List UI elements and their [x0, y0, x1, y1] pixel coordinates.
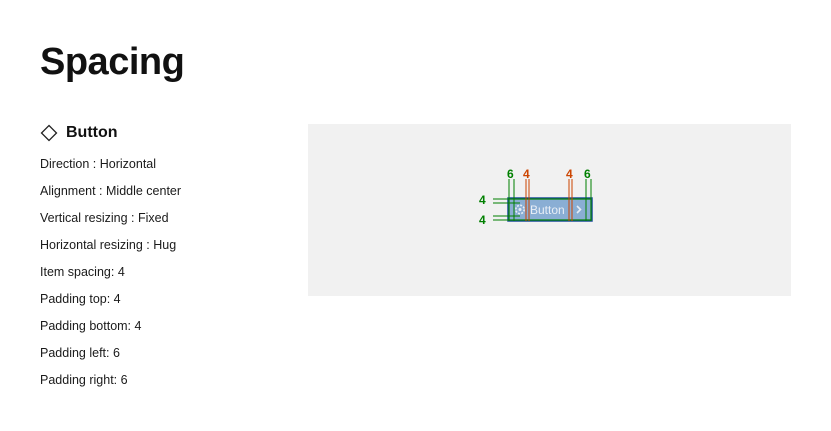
property-item-spacing: Item spacing: 4: [40, 265, 125, 279]
spacing-diagram: Button 6 4 4 6 4 4: [479, 167, 593, 227]
property-direction: Direction : Horizontal: [40, 157, 157, 171]
page-title: Spacing: [40, 41, 185, 83]
gear-icon: [515, 204, 526, 215]
component-name: Button: [66, 124, 118, 141]
diamond-outline-icon: [40, 124, 58, 142]
chevron-right-icon: [576, 205, 582, 214]
preview-canvas: Button 6 4 4 6 4 4: [308, 124, 791, 296]
padding-top-value: 4: [479, 193, 486, 207]
item-spacing-left-value: 4: [523, 167, 530, 181]
property-padding-right: Padding right: 6: [40, 373, 128, 387]
property-list: Direction : Horizontal Alignment : Middl…: [40, 154, 181, 397]
property-padding-left: Padding left: 6: [40, 346, 120, 360]
property-horizontal-resizing: Horizontal resizing : Hug: [40, 238, 177, 252]
padding-left-value: 6: [507, 167, 514, 181]
property-padding-bottom: Padding bottom: 4: [40, 319, 142, 333]
padding-bottom-value: 4: [479, 213, 486, 227]
padding-right-value: 6: [584, 167, 591, 181]
property-padding-top: Padding top: 4: [40, 292, 121, 306]
property-vertical-resizing: Vertical resizing : Fixed: [40, 211, 169, 225]
property-alignment: Alignment : Middle center: [40, 184, 182, 198]
preview-button-label: Button: [530, 203, 565, 217]
item-spacing-right-value: 4: [566, 167, 573, 181]
component-header: Button: [40, 123, 118, 143]
